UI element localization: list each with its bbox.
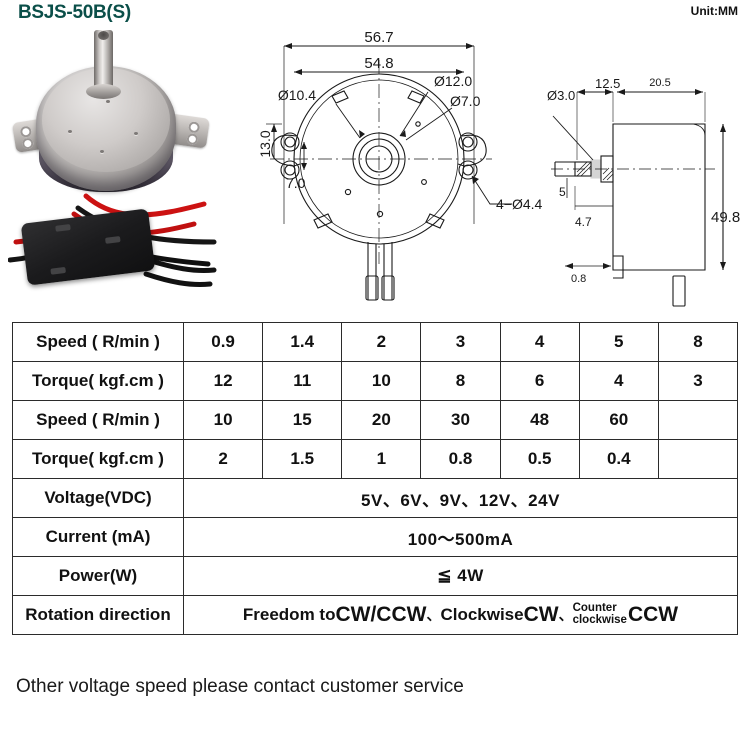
table-row-torque-2: Torque( kgf.cm ) 2 1.5 1 0.8 0.5 0.4 [12,439,739,479]
dim-d3-0: Ø3.0 [547,88,575,103]
dim-7-0: 7.0 [286,175,306,191]
page-title: BSJS-50B(S) [18,2,131,23]
cell-torque1-1: 11 [262,361,343,401]
dim-d10-4: Ø10.4 [278,87,316,103]
specification-table: Speed ( R/min ) 0.9 1.4 2 3 4 5 8 Torque… [12,322,739,635]
footer-note: Other voltage speed please contact custo… [16,676,464,697]
cell-speed2-3: 30 [420,400,501,440]
rivet-icon [100,150,104,153]
row-label-power: Power(W) [12,556,184,596]
shaft-collar [86,84,121,99]
cell-torque1-3: 8 [420,361,501,401]
cell-torque2-0: 2 [182,439,264,479]
row-label-voltage: Voltage(VDC) [12,478,184,518]
motor-shaft [94,30,113,96]
product-photo [8,28,258,313]
dim-4-7: 4.7 [575,215,592,229]
rotation-freedom-text: Freedom to [242,604,336,624]
dim-20-5: 20.5 [649,77,670,89]
row-label-torque: Torque( kgf.cm ) [12,361,184,401]
dim-13-0: 13.0 [257,130,273,157]
dim-54-8: 54.8 [364,55,393,72]
cell-speed2-1: 15 [262,400,343,440]
rotation-separator-2: 、 [558,606,573,623]
dim-49-8: 49.8 [711,209,740,226]
cell-speed1-6: 8 [657,322,739,362]
unit-label: Unit:MM [690,4,738,18]
cell-torque1-6: 3 [657,361,739,401]
controller-notch-icon [105,236,121,244]
row-label-rotation: Rotation direction [12,595,184,635]
cell-torque2-3: 0.8 [420,439,501,479]
cell-speed1-5: 5 [578,322,659,362]
dim-5: 5 [559,185,566,199]
rotation-ccw-code: CCW [627,602,679,626]
dim-4-d4-4: 4−Ø4.4 [496,196,542,212]
cell-torque1-2: 10 [341,361,422,401]
row-label-current: Current (mA) [12,517,184,557]
cell-speed1-1: 1.4 [262,322,343,362]
row-label-torque: Torque( kgf.cm ) [12,439,184,479]
table-row-power: Power(W) ≦ 4W [12,556,738,596]
dim-d7-0: Ø7.0 [450,93,481,109]
cell-speed1-3: 3 [420,322,501,362]
controller-notch-icon [55,224,71,232]
cell-speed2-5: 60 [578,400,659,440]
cell-torque2-4: 0.5 [499,439,580,479]
dim-0-8: 0.8 [571,273,586,285]
rotation-freedom-code: CW/CCW [335,602,427,626]
cell-speed2-0: 10 [182,400,264,440]
side-view-drawing: Ø3.0 12.5 20.5 5 4.7 49.8 0.8 [547,76,740,307]
cell-power-value: ≦ 4W [183,556,738,596]
dim-d12-0: Ø12.0 [434,73,472,89]
cell-speed1-0: 0.9 [182,322,264,362]
cell-torque1-5: 4 [578,361,659,401]
table-row-current: Current (mA) 100～500mA [12,517,738,557]
cell-speed1-2: 2 [341,322,422,362]
rotation-ccw-text-line1: Counter [572,602,617,615]
rotation-clockwise-code: CW [523,602,559,626]
cell-current-value: 100～500mA [183,517,738,557]
rivet-icon [134,132,138,135]
cell-speed2-6 [657,400,739,440]
front-view-drawing: 56.7 54.8 Ø10.4 Ø12.0 Ø7.0 13.0 7.0 4−Ø4… [257,29,542,301]
rivet-icon [106,100,110,103]
cell-torque1-0: 12 [182,361,264,401]
cell-torque1-4: 6 [499,361,580,401]
row-label-speed: Speed ( R/min ) [12,400,184,440]
cell-torque2-6 [657,439,739,479]
controller-notch-icon [50,266,66,275]
cell-speed1-4: 4 [499,322,580,362]
cell-voltage-value: 5V、6V、9V、12V、24V [183,478,738,518]
rotation-clockwise-text: Clockwise [440,604,524,624]
rivet-icon [68,130,72,133]
table-row-voltage: Voltage(VDC) 5V、6V、9V、12V、24V [12,478,738,518]
cell-torque2-1: 1.5 [262,439,343,479]
table-row-rotation: Rotation direction Freedom toCW/CCW、Cloc… [12,595,738,635]
cell-torque2-5: 0.4 [578,439,659,479]
table-row-speed-2: Speed ( R/min ) 10 15 20 30 48 60 [12,400,739,440]
cell-speed2-4: 48 [499,400,580,440]
table-row-speed-1: Speed ( R/min ) 0.9 1.4 2 3 4 5 8 [12,322,739,362]
shaft-bore-icon [98,31,109,40]
cell-torque2-2: 1 [341,439,422,479]
row-label-speed: Speed ( R/min ) [12,322,184,362]
dim-56-7: 56.7 [364,29,393,46]
rotation-ccw-text-line2: clockwise [572,614,627,627]
rotation-separator-1: 、 [426,606,441,623]
cell-speed2-2: 20 [341,400,422,440]
table-row-torque-1: Torque( kgf.cm ) 12 11 10 8 6 4 3 [12,361,739,401]
dim-12-5: 12.5 [595,76,620,91]
